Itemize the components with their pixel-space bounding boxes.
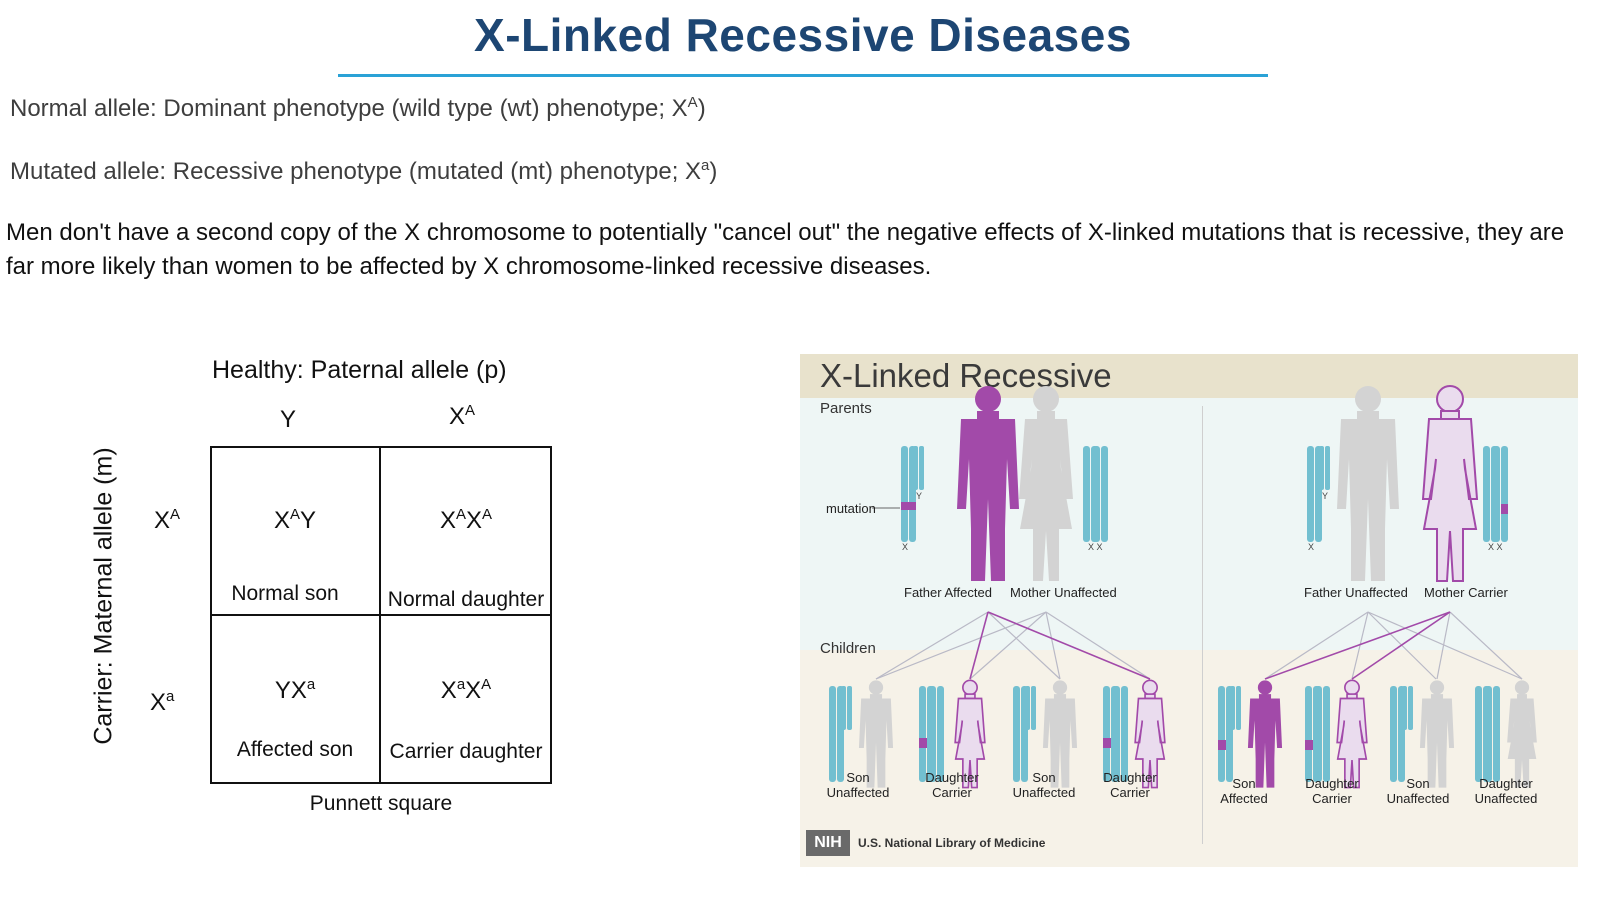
cell-genotype: XAXA (439, 506, 493, 534)
mutated-allele-text: Mutated allele: Recessive phenotype (mut… (10, 157, 718, 185)
right-child-4-daughter-unaffected (1475, 680, 1537, 788)
inheritance-figure: X-Linked Recessive (800, 354, 1578, 867)
punnett-grid-horizontal-line (210, 614, 552, 616)
left-inheritance-lines (875, 611, 1151, 680)
children-label: Children (820, 640, 876, 657)
left-child-4-daughter (1103, 679, 1166, 789)
left-father-affected (957, 386, 1019, 581)
svg-text:X: X (1308, 542, 1314, 552)
cell-genotype: XaXA (440, 676, 492, 704)
punnett-row-header-xa-dominant: XA (154, 506, 181, 534)
left-mother-chromosomes (1083, 446, 1108, 542)
right-child-1-son-affected (1218, 680, 1283, 788)
punnett-row-header-xa-recessive: Xa (150, 688, 175, 716)
left-mother-caption: Mother Unaffected (1010, 585, 1117, 600)
cell-phenotype: Carrier daughter (389, 740, 543, 763)
right-mother-chromosomes (1483, 446, 1508, 542)
punnett-col-header-xa: XA (448, 402, 476, 430)
cell-phenotype: Normal son (231, 582, 339, 605)
figure-title: X-Linked Recessive (820, 357, 1112, 394)
left-mutation-lines (969, 611, 1151, 680)
punnett-caption: Punnett square (309, 792, 453, 815)
cell-phenotype: Affected son (236, 738, 354, 761)
normal-allele-text: Normal allele: Dominant phenotype (wild … (10, 94, 706, 122)
punnett-heading: Healthy: Paternal allele (p) (212, 356, 507, 384)
slide-title: X-Linked Recessive Diseases (474, 9, 1132, 61)
svg-text:Y: Y (1322, 491, 1328, 501)
svg-text:X: X (902, 542, 908, 552)
left-father-caption: Father Affected (904, 585, 992, 600)
right-father-caption: Father Unaffected (1304, 585, 1408, 600)
figure-divider (1202, 406, 1203, 844)
cell-phenotype: Normal daughter (387, 588, 545, 611)
punnett-col-header-y: Y (279, 406, 296, 433)
right-father-unaffected (1337, 386, 1399, 581)
parents-label: Parents (820, 400, 872, 417)
svg-text:X X: X X (1088, 542, 1103, 552)
nih-logo: NIH (806, 830, 850, 856)
explanation-paragraph: Men don't have a second copy of the X ch… (6, 219, 1565, 280)
left-father-chromosomes (901, 446, 924, 542)
title-underline (338, 74, 1268, 77)
right-child-3-son-unaffected (1390, 680, 1455, 788)
left-child-2-daughter (919, 679, 986, 789)
punnett-side-label: Carrier: Maternal allele (m) (89, 447, 118, 745)
source-credit: U.S. National Library of Medicine (858, 836, 1046, 850)
right-mutation-lines (1264, 611, 1451, 680)
mutation-label: mutation (826, 501, 876, 516)
right-mother-carrier (1422, 385, 1478, 582)
left-mother-unaffected (1019, 386, 1073, 581)
cell-genotype: XAY (273, 506, 317, 534)
svg-text:X X: X X (1488, 542, 1503, 552)
right-inheritance-lines (1264, 611, 1523, 680)
chromosome-letters: Y X X X Y X X X (902, 491, 1503, 552)
cell-genotype: YXa (274, 676, 316, 704)
svg-text:Y: Y (916, 491, 922, 501)
right-mother-caption: Mother Carrier (1424, 585, 1508, 600)
right-child-2-daughter-carrier (1305, 679, 1368, 789)
figure-graphics: Y X X X Y X X X (829, 385, 1537, 789)
